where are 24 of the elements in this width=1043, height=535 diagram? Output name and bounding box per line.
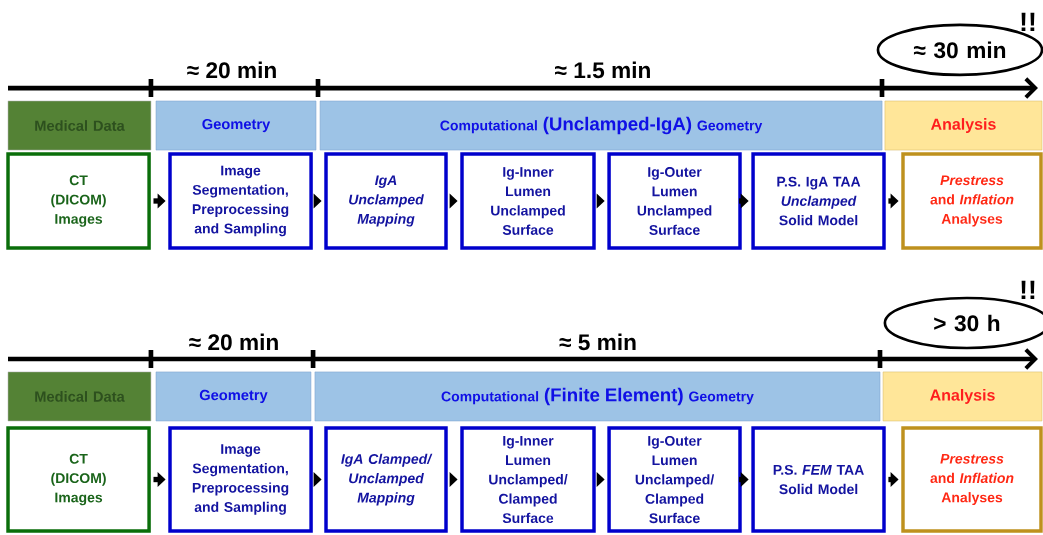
- process-box: Ig-Inner Lumen Unclamped/ Clamped Surface: [460, 426, 596, 533]
- process-box: CT (DICOM) Images: [6, 426, 151, 533]
- process-box: Ig-Inner Lumen Unclamped Surface: [460, 152, 596, 250]
- stage-band: Analysis: [882, 371, 1043, 422]
- process-box: Image Segmentation, Preprocessing and Sampling: [168, 426, 313, 533]
- process-box: IgA Unclamped Mapping: [324, 152, 448, 250]
- process-box: Ig-Outer Lumen Unclamped/ Clamped Surface: [607, 426, 742, 533]
- process-box: IgA Clamped/ Unclamped Mapping: [324, 426, 448, 533]
- duration-label: ≈ 5 min: [559, 333, 636, 351]
- process-box: Prestress and Inflation Analyses: [901, 426, 1043, 533]
- process-box: P.S. IgA TAA Unclamped Solid Model: [751, 152, 886, 250]
- process-box: Ig-Outer Lumen Unclamped Surface: [607, 152, 742, 250]
- process-box: Image Segmentation, Preprocessing and Sampling: [168, 152, 313, 250]
- duration-label: ≈ 20 min: [189, 333, 278, 351]
- duration-label: ≈ 20 min: [187, 61, 276, 79]
- process-box: Prestress and Inflation Analyses: [901, 152, 1043, 250]
- stage-band: Computational (Finite Element) Geometry: [314, 371, 881, 422]
- stage-band: Geometry: [155, 371, 312, 422]
- stage-band: Analysis: [884, 100, 1043, 151]
- stage-band: Computational (Unclamped-IgA) Geometry: [319, 100, 883, 151]
- process-box: P.S. FEM TAA Solid Model: [751, 426, 886, 533]
- duration-label: ≈ 1.5 min: [555, 61, 650, 79]
- stage-band: Geometry: [155, 100, 317, 151]
- process-box: CT (DICOM) Images: [6, 152, 151, 250]
